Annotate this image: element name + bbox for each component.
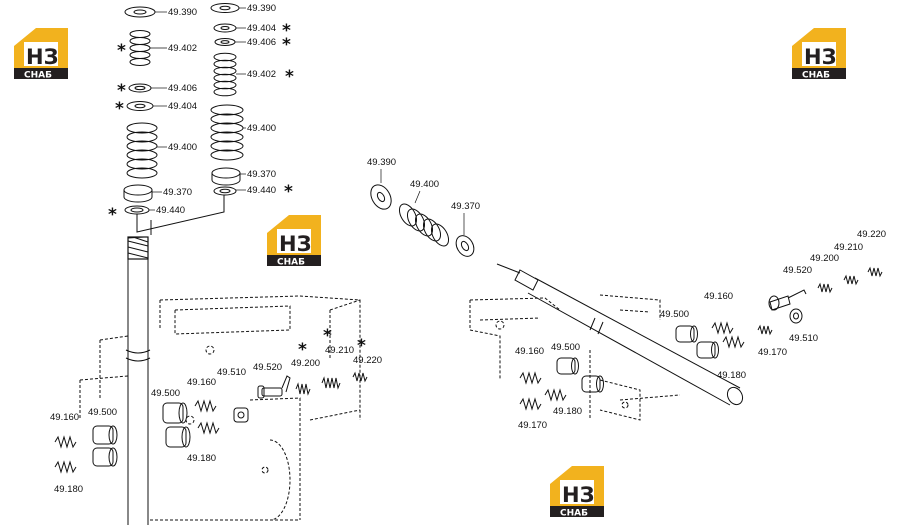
- label-a10: 49.500: [88, 407, 117, 418]
- house-logo-icon: НЗ СНАБ: [550, 466, 604, 519]
- label-a6: 49.210: [325, 345, 354, 356]
- label-r1: 49.390: [247, 3, 276, 14]
- label-a11: 49.180: [54, 484, 83, 495]
- label-l2: 49.402: [168, 43, 197, 54]
- right-assembly: [370, 184, 744, 406]
- label-b8: 49.160: [704, 291, 733, 302]
- leader-lines: [149, 7, 465, 235]
- label-l3: 49.406: [168, 83, 197, 94]
- label-l1: 49.390: [168, 7, 197, 18]
- right-housing: [469, 294, 681, 421]
- label-r7: 49.440: [247, 185, 276, 196]
- left-shaft: [125, 236, 151, 525]
- house-logo-icon: НЗ СНАБ: [267, 215, 321, 268]
- logo-letters: НЗ: [279, 232, 312, 256]
- label-b10: 49.510: [789, 333, 818, 344]
- label-b2: 49.400: [410, 179, 439, 190]
- asterisk: *: [285, 67, 294, 87]
- right-small-parts: [519, 266, 883, 411]
- label-b7: 49.520: [783, 265, 812, 276]
- label-a3: 49.510: [217, 367, 246, 378]
- labels-right-assembly: 49.390 49.400 49.370 49.220 49.210 49.20…: [367, 157, 886, 431]
- asterisk: *: [284, 182, 293, 202]
- label-a8: 49.180: [187, 453, 216, 464]
- left-small-parts: [54, 371, 368, 474]
- logo-letters: НЗ: [26, 45, 59, 69]
- left-housing: [79, 295, 361, 521]
- label-r4: 49.402: [247, 69, 276, 80]
- logo-sub: СНАБ: [802, 71, 830, 81]
- label-b13: 49.160: [515, 346, 544, 357]
- label-l7: 49.440: [156, 205, 185, 216]
- label-b6: 49.200: [810, 253, 839, 264]
- asterisk: *: [108, 205, 117, 225]
- asterisk: *: [357, 336, 366, 356]
- label-a9: 49.160: [50, 412, 79, 423]
- labels-left: 49.390 49.402 49.406 49.404 49.400 49.37…: [108, 7, 197, 225]
- label-b15: 49.180: [553, 406, 582, 417]
- label-b16: 49.170: [518, 420, 547, 431]
- house-logo-icon: НЗ СНАБ: [792, 28, 846, 81]
- label-a4: 49.520: [253, 362, 282, 373]
- house-logo-icon: НЗ СНАБ: [14, 28, 68, 81]
- asterisk: *: [282, 35, 291, 55]
- label-b4: 49.220: [857, 229, 886, 240]
- label-b11: 49.170: [758, 347, 787, 358]
- label-b3: 49.370: [451, 201, 480, 212]
- brand-logo: НЗ СНАБ: [263, 207, 325, 269]
- label-b1: 49.390: [367, 157, 396, 168]
- labels-right: 49.390 49.404 49.406 49.402 49.400 49.37…: [247, 3, 294, 202]
- label-r2: 49.404: [247, 23, 276, 34]
- label-l4: 49.404: [168, 101, 197, 112]
- logo-letters: НЗ: [804, 45, 837, 69]
- label-a5: 49.200: [291, 358, 320, 369]
- label-a2: 49.160: [187, 377, 216, 388]
- asterisk: *: [282, 21, 291, 41]
- asterisk: *: [117, 41, 126, 61]
- logo-sub: СНАБ: [24, 71, 52, 81]
- label-b5: 49.210: [834, 242, 863, 253]
- label-a7: 49.220: [353, 355, 382, 366]
- brand-logo: НЗ СНАБ: [788, 20, 850, 82]
- label-l5: 49.400: [168, 142, 197, 153]
- left-stack: [123, 6, 158, 215]
- label-r3: 49.406: [247, 37, 276, 48]
- right-stack: [210, 3, 244, 196]
- label-r5: 49.400: [247, 123, 276, 134]
- label-b9: 49.500: [660, 309, 689, 320]
- logo-sub: СНАБ: [277, 258, 305, 268]
- label-r6: 49.370: [247, 169, 276, 180]
- logo-sub: СНАБ: [560, 509, 588, 519]
- asterisk: *: [298, 340, 307, 360]
- label-b12: 49.180: [717, 370, 746, 381]
- asterisk: *: [115, 99, 124, 119]
- label-a1: 49.500: [151, 388, 180, 399]
- labels-lower-left: 49.500 49.160 49.510 49.520 49.200 49.21…: [50, 326, 382, 495]
- label-l6: 49.370: [163, 187, 192, 198]
- brand-logo: НЗ СНАБ: [546, 458, 608, 520]
- label-b14: 49.500: [551, 342, 580, 353]
- asterisk: *: [323, 326, 332, 346]
- logo-letters: НЗ: [562, 483, 595, 507]
- brand-logo: НЗ СНАБ: [10, 20, 72, 82]
- asterisk: *: [117, 81, 126, 101]
